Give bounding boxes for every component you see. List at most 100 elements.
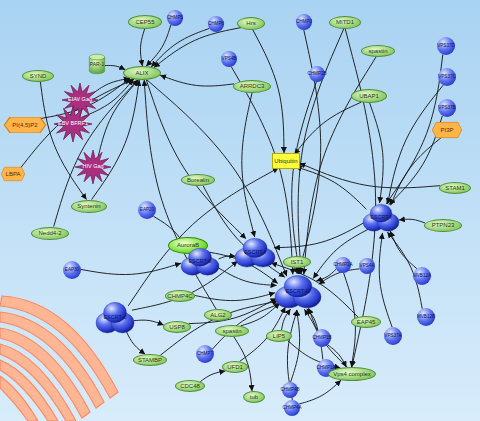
complex-cluster: ESCRT-II [181,247,219,277]
node-label: Nedd4-2 [38,230,61,236]
node-label: VPS37D [437,44,455,49]
complex-cluster: ESCRT-III [275,274,321,310]
protein-ellipse: Nedd4-2 [31,227,69,240]
protein-ellipse: ARRDC3 [233,80,271,93]
protein-ellipse: Vps4 complex [328,367,376,381]
protein-ellipse: STAMBP [133,354,167,366]
arrow-connector [126,332,145,355]
subunit-sphere: VPS37D [437,37,455,55]
node-label: Ubiquitin [274,158,297,164]
arrow-connector [298,28,344,274]
node-label: SYND [30,73,47,79]
node-label: Borealin [187,177,209,183]
node-label: ARRDC3 [240,83,265,89]
arrow-connector [151,28,209,66]
protein-ellipse: ALG2 [204,309,232,321]
subunit-sphere: CHMP5 [167,10,183,26]
node-label: MVB12A [413,274,431,279]
membrane-band [0,376,38,421]
subunit-sphere: VPS37B [438,99,456,117]
node-label: EIAV Gag [68,97,92,103]
cylinder-top [89,54,104,60]
arrow-connector [134,320,164,325]
arrow-connector [160,301,278,355]
protein-ellipse: CDC48 [175,380,205,392]
subunit-sphere [189,248,212,266]
protein-ellipse: EAP45 [351,316,381,328]
subunit-sphere: MVB12A [413,267,431,285]
arrow-connector [296,167,367,209]
arrow-connector [154,28,241,68]
protein-ellipse: CEP55 [128,15,162,29]
arrow-connector [291,310,300,382]
hexagon-shape [1,167,25,180]
node-label: UFD1 [227,364,243,370]
membrane-band [0,344,76,421]
node-label: CHMP2A [333,263,352,268]
node-label: STAM1 [445,185,465,191]
node-label: PAR-1 [90,62,104,67]
node-label: USP8 [169,324,185,330]
kinase-cylinder: PAR-1 [89,54,105,74]
subunit-sphere: VPS37C [438,68,456,86]
arrow-connector [240,307,286,361]
arrow-connector [231,67,293,275]
node-label: EAP20 [140,208,154,213]
node-label: Vps4 complex [333,371,371,377]
arrow-connector [274,223,364,248]
node-label: HIV Gag [82,164,103,170]
node-label: VPS37C [438,75,456,80]
subunit-sphere [243,238,267,257]
arrow-connector [146,80,246,239]
node-label: CHMP4B [280,388,299,393]
node-label: ALIX [135,70,148,76]
node-label: VPS37B [438,106,455,111]
protein-ellipse: PTPN23 [424,219,462,232]
arrow-connector [128,168,278,306]
node-label: ESCRT-II [188,259,211,265]
arrow-connector [294,102,361,154]
node-label: VPS4B [222,57,237,62]
node-label: EAP30 [65,268,79,273]
arrow-connector [379,233,392,327]
protein-ellipse: ALIX [123,66,161,80]
arrow-connector [54,80,138,227]
node-label: PI(4,5)P2 [12,122,37,128]
arrow-connector [292,82,317,274]
ubiquitin-box: Ubiquitin [272,153,300,169]
arrow-connector [299,380,341,404]
subunit-sphere: VPS4A [359,258,375,274]
complex-cluster: ESCRT-I [363,203,399,233]
subunit-sphere: EAP30 [63,261,81,279]
node-label: ALG2 [210,312,225,318]
node-label: AuroraB [177,242,199,248]
star-shape [75,150,111,184]
subunit-sphere [104,302,127,322]
node-label: CHMP5 [167,16,183,21]
subunit-sphere: CHMP4B [282,382,298,398]
hexagon-shape [432,122,461,137]
node-label: PTPN23 [432,222,455,228]
subunit-sphere [284,275,312,297]
node-label: CHMP2B [307,72,326,77]
arrow-connector [147,80,287,277]
node-label: EAP45 [357,319,376,325]
arrow-connector [160,75,234,86]
node-label: CDC48 [180,383,200,389]
subunit-sphere: CHMP6 [208,16,224,32]
protein-ellipse: SYND [22,70,54,82]
complex-cluster: ESCRT-0 [96,301,134,335]
node-label: spastin [368,48,387,54]
arrow-connector [390,231,417,269]
arrow-connector [81,263,181,274]
arrow-connector [105,65,125,69]
subunit-sphere: CHMP2B [309,66,325,82]
node-label: CEP55 [135,19,154,25]
node-label: LBPA [6,171,21,177]
node-label: CHMP3 [296,20,312,25]
node-label: PI3P [440,127,453,133]
